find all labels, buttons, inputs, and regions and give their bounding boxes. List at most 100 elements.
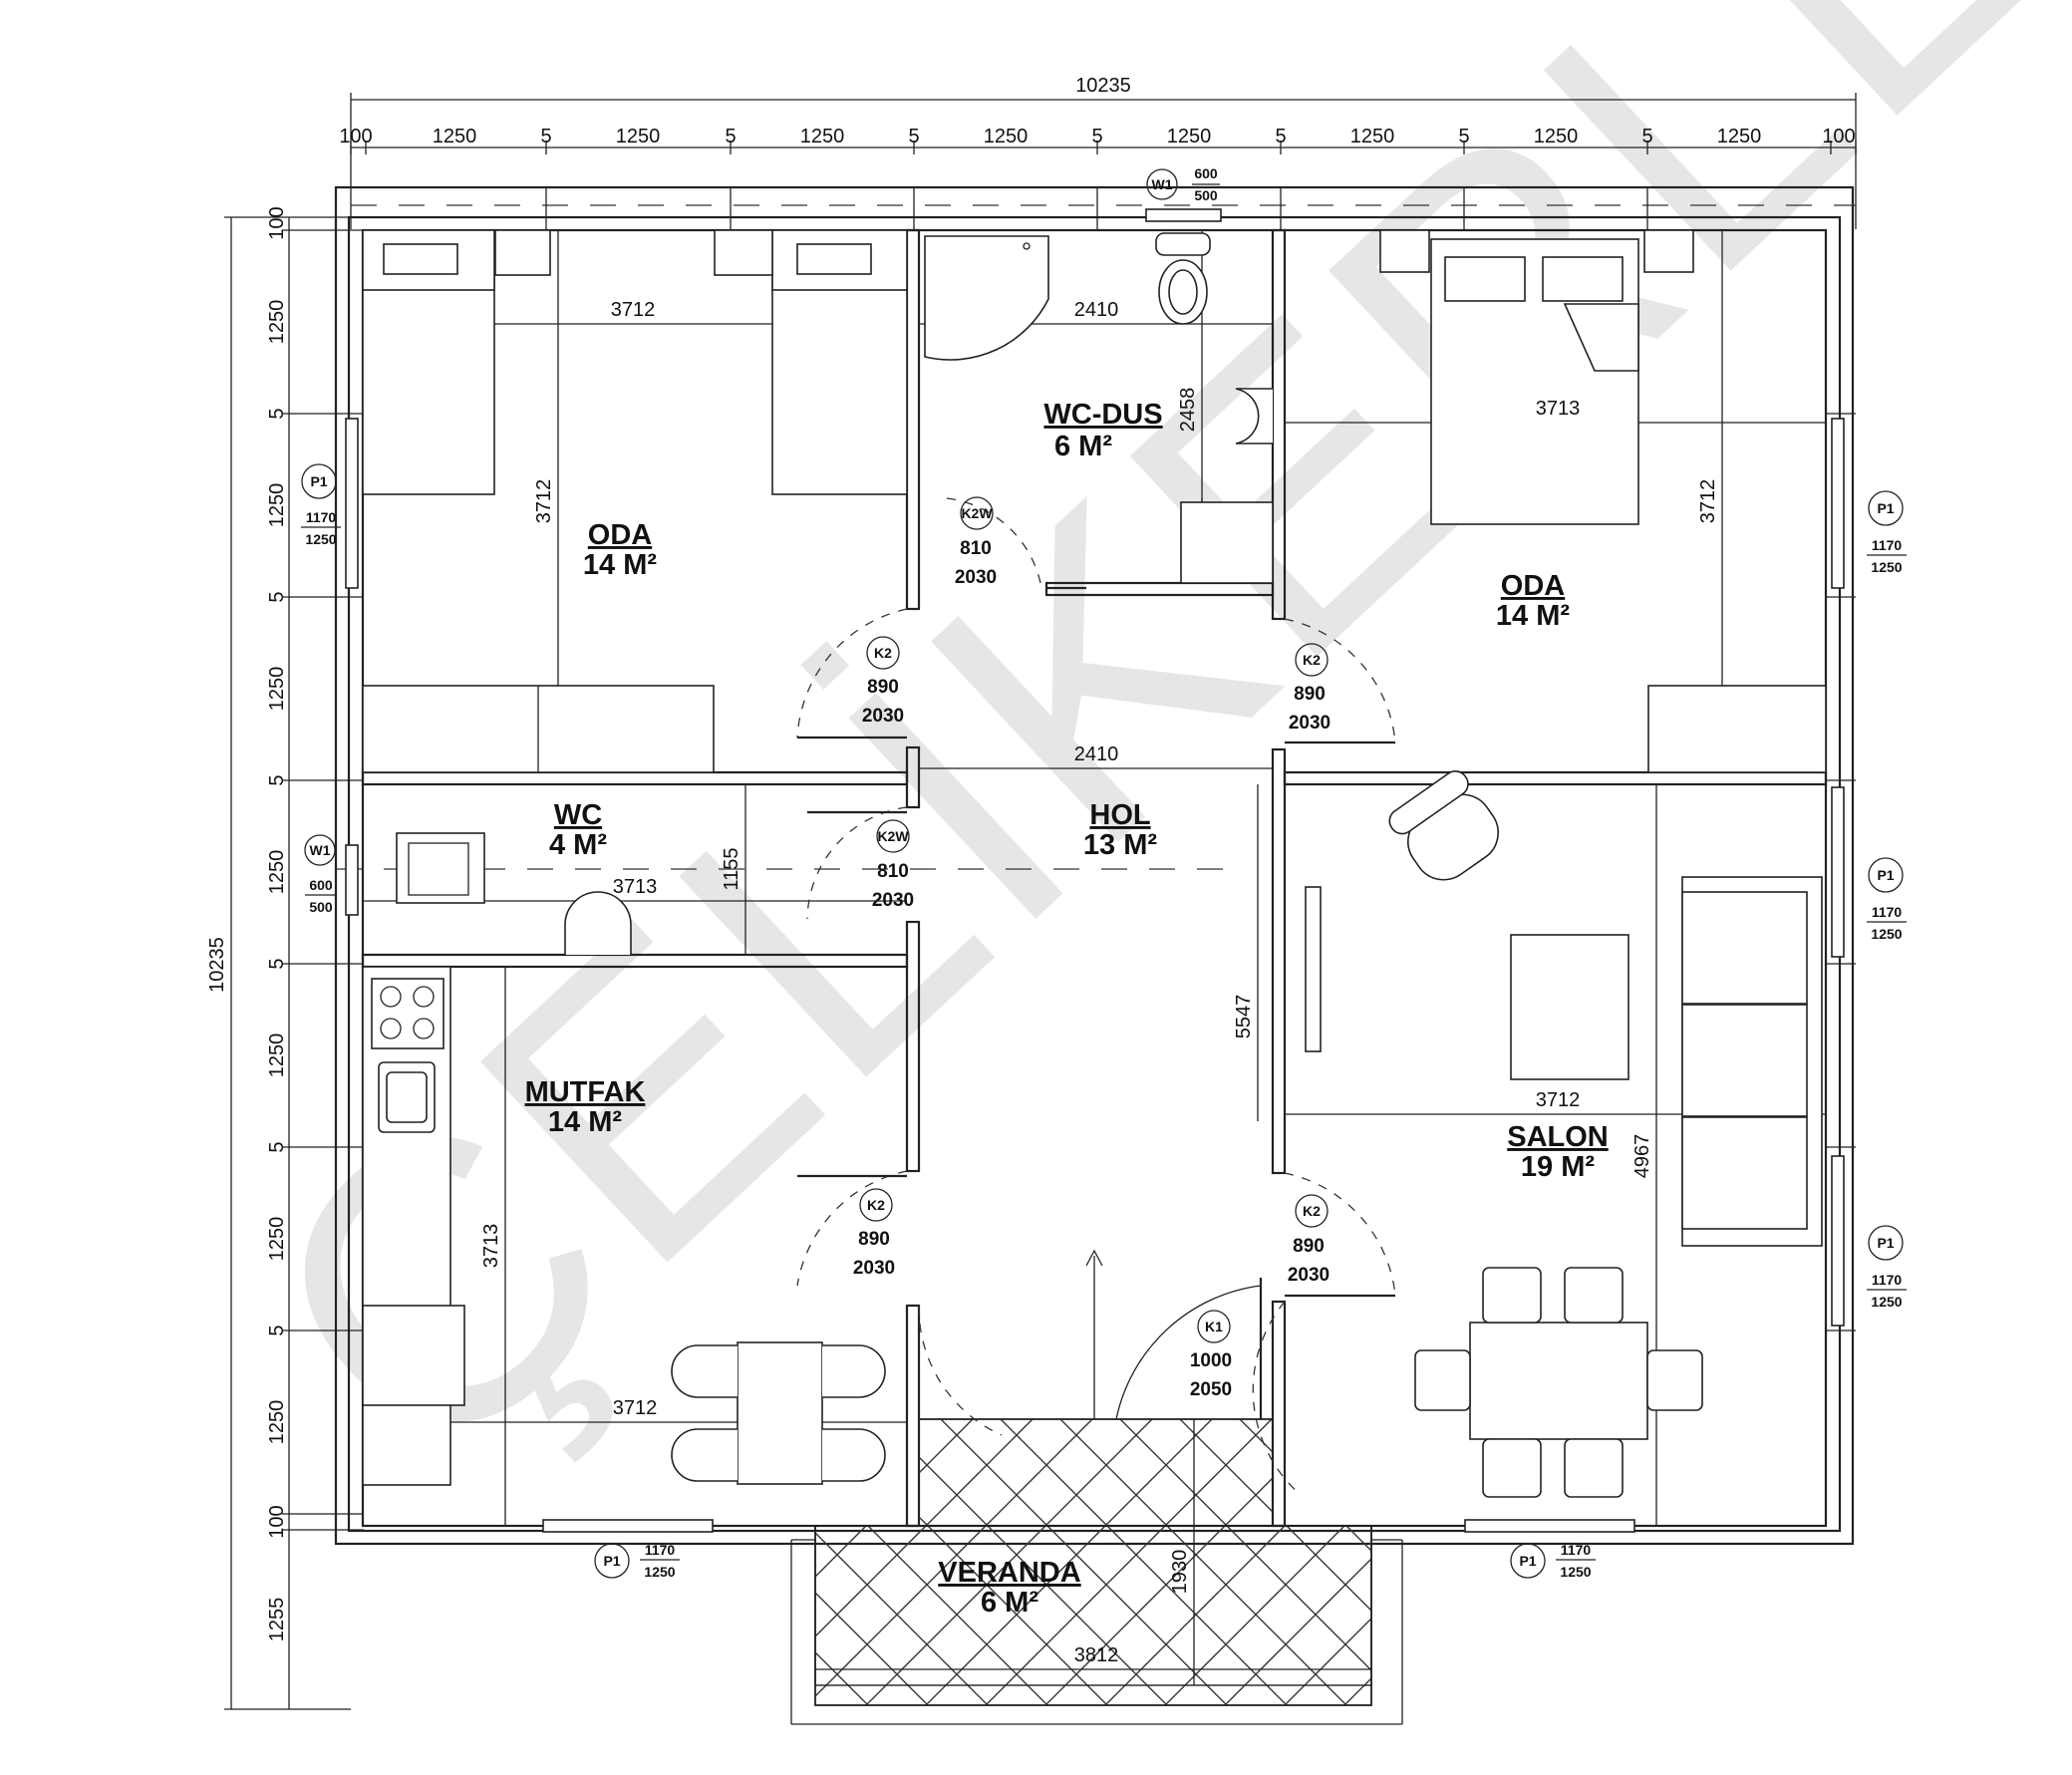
room-oda-left-area: 14 M² bbox=[583, 549, 657, 581]
svg-text:K2W: K2W bbox=[877, 828, 909, 844]
top-module-15: 1250 bbox=[1717, 126, 1762, 148]
window-bottom-2 bbox=[1464, 1519, 1635, 1533]
room-veranda-area: 6 M² bbox=[981, 1587, 1038, 1619]
furniture bbox=[362, 229, 1827, 1498]
salon-width: 3712 bbox=[1536, 1089, 1581, 1111]
svg-text:890: 890 bbox=[1293, 1236, 1325, 1257]
svg-text:2030: 2030 bbox=[1288, 1265, 1330, 1286]
svg-text:P1: P1 bbox=[1519, 1553, 1536, 1569]
left-module-12: 5 bbox=[266, 1325, 288, 1335]
top-module-1: 1250 bbox=[433, 126, 477, 148]
svg-text:2030: 2030 bbox=[862, 706, 904, 727]
hol-height: 5547 bbox=[1233, 995, 1255, 1039]
tag-k2-1: K2 890 2030 bbox=[862, 636, 904, 727]
tag-p1-right-3: P1 1170 1250 bbox=[1867, 1225, 1907, 1310]
top-module-10: 5 bbox=[1275, 126, 1286, 148]
top-module-13: 1250 bbox=[1534, 126, 1579, 148]
tag-k2-4: K2 890 2030 bbox=[1288, 1194, 1330, 1286]
left-module-14: 100 bbox=[266, 1505, 288, 1538]
top-module-0: 100 bbox=[339, 126, 372, 148]
top-module-7: 1250 bbox=[984, 126, 1029, 148]
left-module-13: 1250 bbox=[266, 1400, 288, 1445]
left-module-6: 5 bbox=[266, 774, 288, 785]
room-veranda-name: VERANDA bbox=[938, 1557, 1080, 1589]
svg-text:890: 890 bbox=[858, 1229, 890, 1250]
mutfak-height: 3713 bbox=[480, 1224, 502, 1269]
overall-width-label: 10235 bbox=[1075, 75, 1131, 97]
mutfak-width: 3712 bbox=[613, 1397, 658, 1419]
svg-text:1250: 1250 bbox=[1871, 559, 1902, 575]
tag-p1-bottom-2: P1 1170 1250 bbox=[1510, 1542, 1596, 1580]
veranda-width: 3812 bbox=[1074, 1644, 1119, 1666]
tag-k2w-1: K2W 810 2030 bbox=[955, 496, 997, 588]
opening-tags: W1 600 500 W1 600 500 P1 1170 1250 P1 11… bbox=[301, 165, 1907, 1580]
tag-p1-bottom-1: P1 1170 1250 bbox=[594, 1542, 680, 1580]
room-wc-area: 4 M² bbox=[549, 829, 607, 861]
left-module-15: 1255 bbox=[266, 1598, 288, 1642]
svg-text:2030: 2030 bbox=[872, 890, 914, 911]
svg-text:P1: P1 bbox=[1877, 1235, 1894, 1251]
squat-toilet-icon bbox=[396, 832, 485, 904]
room-dimensions: 3712 3712 2410 2458 3713 3712 3713 1155 … bbox=[480, 299, 1719, 1666]
toilet-tank-icon bbox=[1155, 232, 1211, 256]
room-oda-right-name: ODA bbox=[1501, 570, 1566, 602]
oda-right-width: 3713 bbox=[1536, 398, 1581, 420]
window-bottom-1 bbox=[542, 1519, 714, 1533]
svg-text:2030: 2030 bbox=[955, 567, 997, 588]
sofa bbox=[1681, 876, 1823, 1247]
svg-text:500: 500 bbox=[309, 899, 333, 915]
left-module-0: 100 bbox=[266, 206, 288, 239]
dining-table bbox=[1469, 1322, 1648, 1440]
veranda-height: 1930 bbox=[1169, 1550, 1191, 1595]
left-module-5: 1250 bbox=[266, 667, 288, 712]
left-module-11: 1250 bbox=[266, 1217, 288, 1262]
window-right-3 bbox=[1831, 1155, 1845, 1327]
tag-p1-right-2: P1 1170 1250 bbox=[1867, 857, 1907, 942]
svg-text:K2: K2 bbox=[867, 1197, 885, 1213]
left-module-1: 1250 bbox=[266, 300, 288, 345]
tag-p1-left: P1 1170 1250 bbox=[301, 463, 341, 547]
svg-text:2030: 2030 bbox=[853, 1258, 895, 1279]
svg-text:P1: P1 bbox=[310, 473, 327, 489]
svg-text:K2W: K2W bbox=[961, 505, 993, 521]
left-module-9: 1250 bbox=[266, 1034, 288, 1078]
top-module-6: 5 bbox=[908, 126, 919, 148]
window-left-1 bbox=[345, 418, 359, 589]
svg-text:600: 600 bbox=[309, 877, 333, 893]
room-oda-right-area: 14 M² bbox=[1496, 600, 1570, 632]
overall-height-label: 10235 bbox=[206, 937, 228, 993]
svg-text:1250: 1250 bbox=[644, 1564, 675, 1580]
kitchen-table bbox=[737, 1341, 823, 1485]
doors bbox=[345, 208, 1845, 1533]
wc-height: 1155 bbox=[721, 847, 742, 890]
tag-w1-left: W1 600 500 bbox=[304, 834, 337, 915]
room-mutfak-name: MUTFAK bbox=[525, 1076, 646, 1108]
svg-text:W1: W1 bbox=[310, 842, 331, 858]
stove-icon bbox=[371, 978, 444, 1049]
wcdus-width: 2410 bbox=[1074, 299, 1119, 321]
oda-right-height: 3712 bbox=[1697, 479, 1719, 524]
coffee-table bbox=[1510, 934, 1629, 1080]
svg-text:P1: P1 bbox=[603, 1553, 620, 1569]
top-module-16: 100 bbox=[1822, 126, 1855, 148]
wardrobe-right bbox=[1647, 685, 1827, 773]
left-module-2: 5 bbox=[266, 408, 288, 419]
room-wcdus-area: 6 M² bbox=[1054, 431, 1112, 462]
svg-text:1250: 1250 bbox=[1871, 926, 1902, 942]
svg-text:810: 810 bbox=[877, 861, 909, 882]
wc-sink-icon bbox=[564, 891, 632, 955]
top-module-11: 1250 bbox=[1350, 126, 1395, 148]
room-hol-area: 13 M² bbox=[1083, 829, 1157, 861]
top-module-12: 5 bbox=[1458, 126, 1469, 148]
svg-text:1170: 1170 bbox=[1872, 1272, 1903, 1288]
svg-text:600: 600 bbox=[1194, 165, 1218, 181]
room-mutfak-area: 14 M² bbox=[548, 1106, 622, 1138]
left-module-3: 1250 bbox=[266, 483, 288, 528]
svg-text:K2: K2 bbox=[874, 645, 892, 661]
top-module-4: 5 bbox=[725, 126, 736, 148]
svg-text:500: 500 bbox=[1194, 187, 1218, 203]
svg-text:1170: 1170 bbox=[306, 509, 337, 525]
svg-text:1250: 1250 bbox=[1871, 1294, 1902, 1310]
room-hol-name: HOL bbox=[1089, 799, 1150, 831]
